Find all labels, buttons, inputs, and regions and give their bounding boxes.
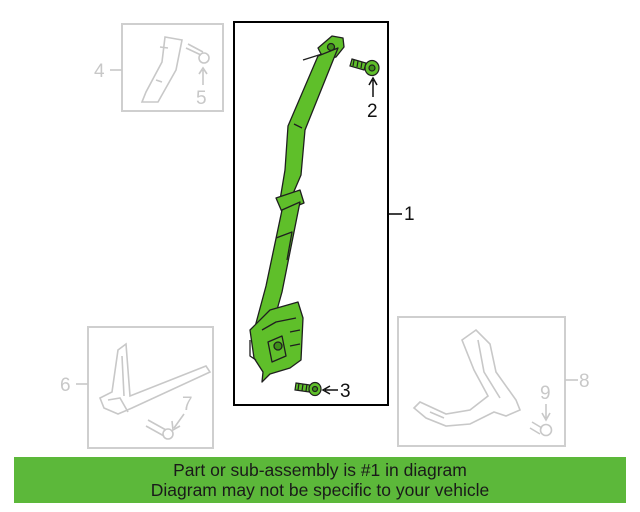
ghost-assembly-8[interactable] <box>397 316 578 447</box>
callout-2: 2 <box>367 101 378 122</box>
banner-line-1: Part or sub-assembly is #1 in diagram <box>173 460 467 480</box>
bolt-2-icon[interactable] <box>349 58 380 77</box>
ghost-arrow-7 <box>171 413 185 432</box>
callout-1: 1 <box>404 204 415 225</box>
bolt-3-icon[interactable] <box>294 381 322 397</box>
ghost-bolt-5 <box>185 43 210 64</box>
ghost-bolt-9 <box>529 421 553 437</box>
ghost-bolt-7 <box>145 419 174 440</box>
ghost-bracket-4 <box>140 36 183 103</box>
belt-guide <box>275 189 305 213</box>
ghost-buckle-8 <box>412 328 522 427</box>
ghost-assembly-6[interactable] <box>76 326 214 449</box>
callout-3: 3 <box>340 381 351 402</box>
ghost-box-8 <box>397 316 566 447</box>
ghost-buckle-6 <box>98 342 212 415</box>
ghost-arrow-5 <box>198 66 208 85</box>
callout-5: 5 <box>196 88 207 109</box>
arrow-2 <box>368 76 378 97</box>
belt-webbing-upper <box>279 47 339 201</box>
notice-banner: Part or sub-assembly is #1 in diagram Di… <box>14 457 626 503</box>
callout-8: 8 <box>579 371 590 392</box>
ghost-box-4 <box>121 23 224 112</box>
callout-7: 7 <box>182 394 193 415</box>
notice-banner-bg <box>14 457 626 503</box>
parts-diagram: 4 5 1 2 3 <box>60 21 590 449</box>
arrow-3 <box>321 385 338 395</box>
seat-belt-assembly[interactable] <box>249 35 345 383</box>
ghost-arrow-9 <box>541 404 551 422</box>
ghost-box-6 <box>87 326 214 449</box>
ghost-assembly-4[interactable] <box>110 23 224 112</box>
callout-4: 4 <box>94 61 105 82</box>
callout-9: 9 <box>540 383 551 404</box>
callout-6: 6 <box>60 375 71 396</box>
banner-line-2: Diagram may not be specific to your vehi… <box>150 480 490 500</box>
